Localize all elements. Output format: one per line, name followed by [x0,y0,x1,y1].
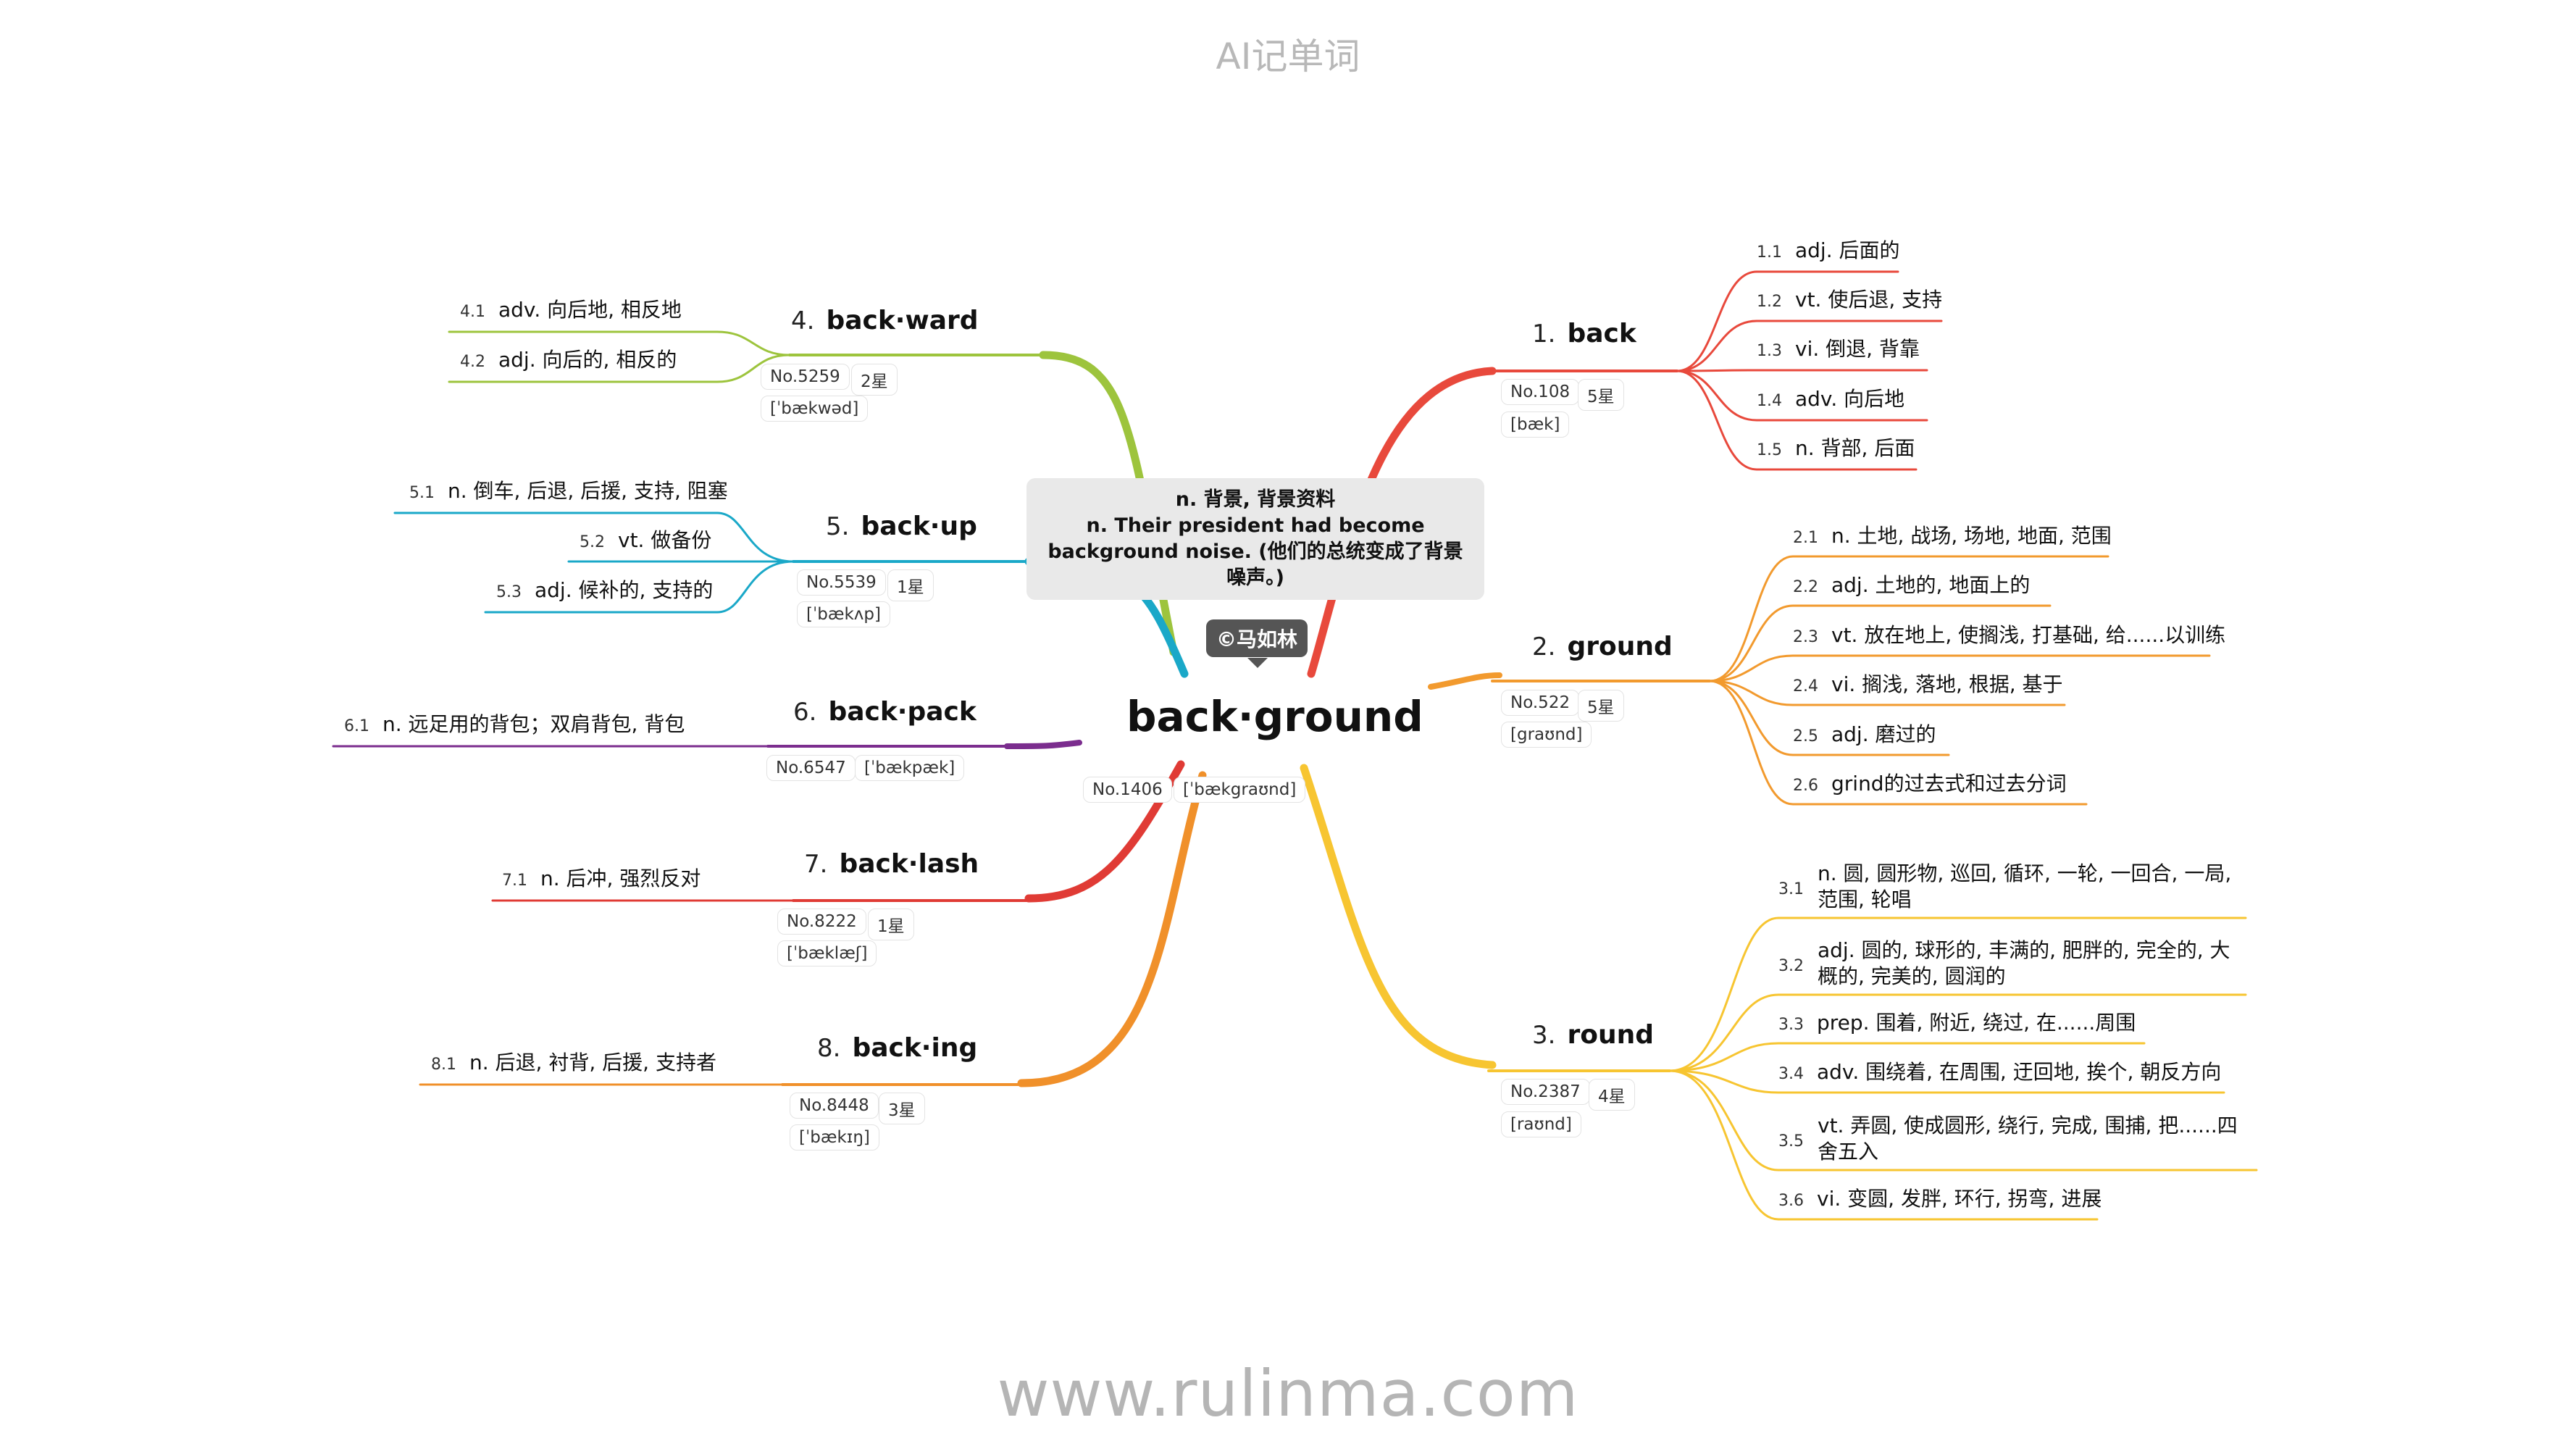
branch-2-tag-stars: 5星 [1578,690,1624,722]
branch-1-tag-number: No.108 [1501,379,1580,405]
branch-5-word: back·up [861,511,977,541]
trunk-round [1300,764,1497,1069]
header-title: AI记单词 [1216,36,1360,78]
center-tag-phonetic: [ˈbækgraʊnd] [1174,777,1306,803]
branch-8-tag-stars: 3星 [879,1093,925,1124]
author-badge: ©马如林 [1206,619,1308,657]
branch-5-tag-stars: 1星 [887,569,934,601]
center-tag-number: No.1406 [1083,777,1172,803]
branch-2-tag-phonetic: [graʊnd] [1501,722,1592,748]
branch-8-word: back·ing [852,1033,978,1063]
branch-7-tag-stars: 1星 [868,909,914,940]
branch-2-tag-number: No.522 [1501,690,1580,716]
trunk-ground [1428,672,1502,690]
branch-1-word: back [1567,319,1636,348]
branch-3-tag-stars: 4星 [1589,1079,1635,1111]
branch-3-tag-number: No.2387 [1501,1079,1590,1105]
branch-8-tag-phonetic: [ˈbækɪŋ] [790,1124,879,1151]
branch-3-title: 3.round [1532,1020,1654,1050]
branch-6-title: 6.back·pack [793,697,977,727]
branch-4-tag-number: No.5259 [761,364,850,390]
branch-6-word: back·pack [828,697,977,727]
branch-7-tag-number: No.8222 [777,909,866,935]
branch-7-title: 7.back·lash [804,849,979,879]
branch-5-title: 5.back·up [826,511,977,541]
branch-1-tag-stars: 5星 [1578,379,1624,411]
branch-4-tag-stars: 2星 [851,364,898,396]
branch-3-tag-phonetic: [raʊnd] [1501,1111,1581,1137]
branch-6-tag-number: No.6547 [766,755,856,781]
author-badge-pointer [1247,658,1268,668]
branch-2-title: 2.ground [1532,632,1673,661]
trunk-backing [1017,771,1207,1087]
center-note-callout: n. 背景, 背景资料 n. Their president had becom… [1026,478,1484,600]
branch-3-word: round [1567,1020,1654,1050]
trunk-backpack [1004,740,1082,749]
branch-8-tag-number: No.8448 [790,1093,879,1119]
center-note: n. 背景, 背景资料 n. Their president had becom… [1047,488,1463,589]
branch-4-word: back·ward [826,306,979,335]
branch-6-tag-phonetic: [ˈbækpæk] [855,755,965,781]
footer-url: www.rulinma.com [997,1356,1579,1431]
branch-8-title: 8.back·ing [817,1033,978,1063]
branch-7-tag-phonetic: [ˈbæklæʃ] [777,940,877,966]
branch-4-tag-phonetic: [ˈbækwəd] [761,396,869,422]
branch-2-word: ground [1567,632,1673,661]
branch-5-tag-phonetic: [ˈbækʌp] [797,601,890,627]
center-word: back·ground [1126,692,1423,741]
branch-1-tag-phonetic: [bæk] [1501,412,1570,438]
branch-4-title: 4.back·ward [791,306,979,335]
branch-7-word: back·lash [839,849,979,879]
branch-5-tag-number: No.5539 [797,569,886,596]
branch-1-title: 1.back [1532,319,1636,348]
